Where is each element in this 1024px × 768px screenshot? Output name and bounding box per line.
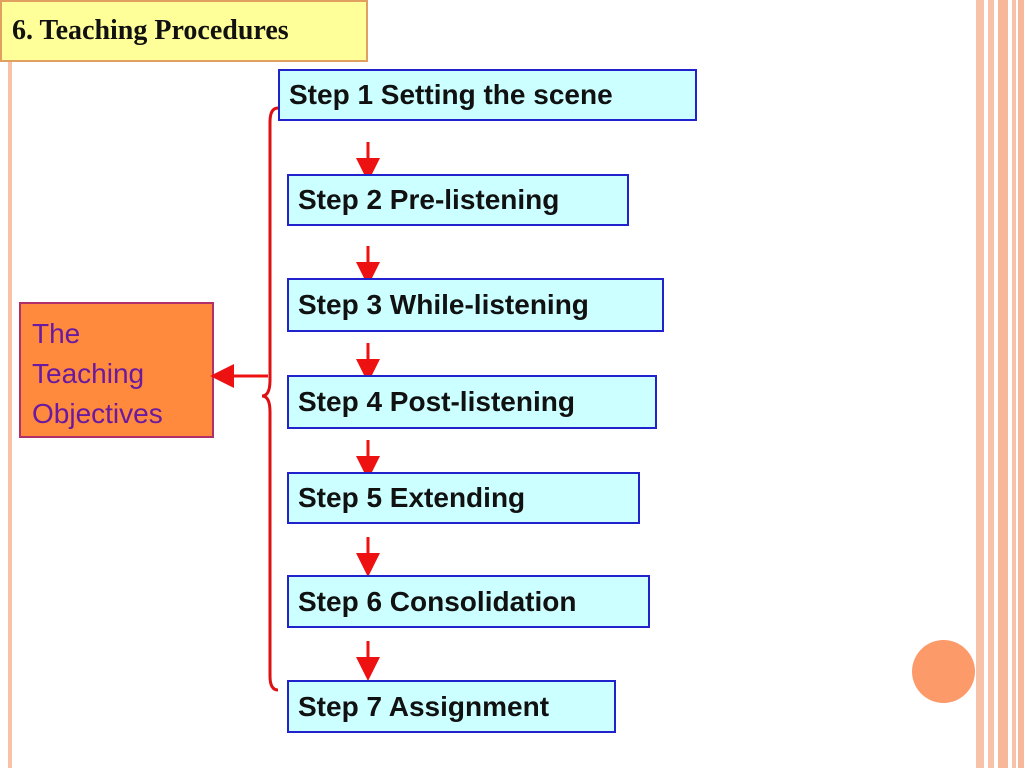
step-3-box: Step 3 While-listening (287, 278, 664, 332)
brace (261, 106, 279, 692)
step-6-box: Step 6 Consolidation (287, 575, 650, 628)
slide-title: 6. Teaching Procedures (0, 0, 368, 62)
decor-circle (912, 640, 975, 703)
step-2-box: Step 2 Pre-listening (287, 174, 629, 226)
decor-stripe (988, 0, 994, 768)
step-1-box: Step 1 Setting the scene (278, 69, 697, 121)
teaching-objectives-box: The Teaching Objectives (19, 302, 214, 438)
decor-stripe (1018, 0, 1024, 768)
step-7-box: Step 7 Assignment (287, 680, 616, 733)
objectives-line: Teaching (32, 358, 145, 389)
objectives-line: Objectives (32, 398, 163, 429)
step-4-box: Step 4 Post-listening (287, 375, 657, 429)
decor-stripe (998, 0, 1008, 768)
decor-stripe (976, 0, 984, 768)
decor-stripe (8, 0, 12, 768)
decor-stripe (1012, 0, 1016, 768)
step-5-box: Step 5 Extending (287, 472, 640, 524)
objectives-line: The (32, 318, 81, 349)
